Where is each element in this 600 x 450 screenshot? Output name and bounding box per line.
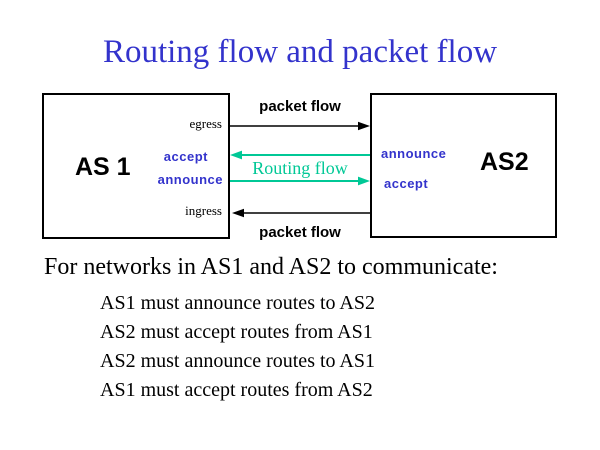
slide-title: Routing flow and packet flow — [102, 34, 498, 70]
packet-flow-top-label: packet flow — [259, 98, 341, 115]
as1-ingress-label: ingress — [185, 203, 222, 218]
as1-egress-label: egress — [189, 116, 223, 131]
as2-announce-label: announce — [381, 146, 447, 161]
packet-flow-right-arrow — [230, 121, 370, 131]
as1-box: AS 1 egress accept announce ingress — [42, 93, 230, 239]
routing-flow-left-arrow — [230, 150, 370, 160]
requirement-line: AS1 must accept routes from AS2 — [100, 379, 373, 401]
intro-line: For networks in AS1 and AS2 to communica… — [44, 254, 498, 280]
as2-label: AS2 — [480, 148, 529, 176]
as1-label: AS 1 — [75, 153, 131, 181]
packet-flow-left-arrow — [232, 208, 370, 218]
routing-flow-label: Routing flow — [252, 158, 348, 178]
as2-accept-label: accept — [384, 176, 429, 191]
as2-box: AS2 announce accept — [370, 93, 557, 238]
routing-flow-right-arrow — [230, 176, 370, 186]
packet-flow-bottom-label: packet flow — [259, 224, 341, 241]
requirement-line: AS1 must announce routes to AS2 — [100, 292, 375, 314]
requirements-list: AS1 must announce routes to AS2 AS2 must… — [100, 291, 375, 407]
as1-announce-label: announce — [157, 172, 223, 187]
as1-accept-label: accept — [163, 149, 208, 164]
requirement-line: AS2 must announce routes to AS1 — [100, 350, 375, 372]
requirement-line: AS2 must accept routes from AS1 — [100, 321, 373, 343]
